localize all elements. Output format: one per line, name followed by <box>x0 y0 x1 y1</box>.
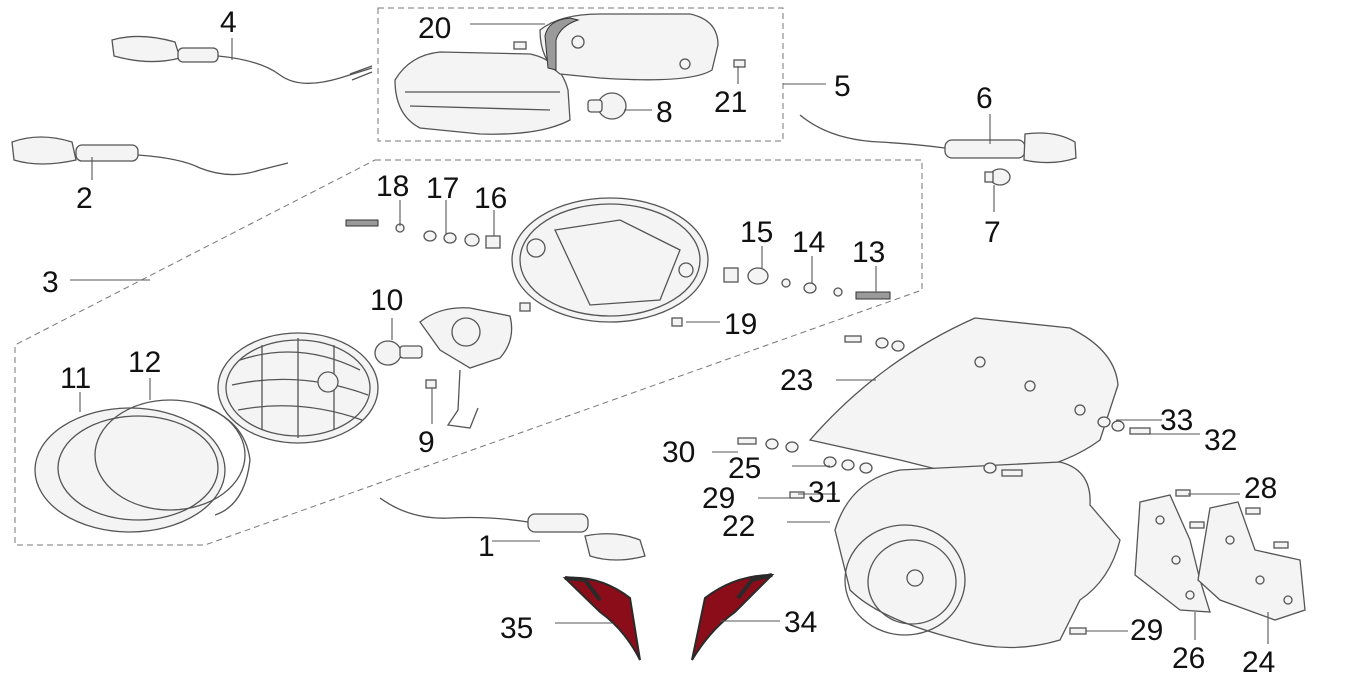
callout-4: 4 <box>220 6 237 39</box>
callout-22: 22 <box>722 510 755 543</box>
headlight-trim-ring-11 <box>34 407 226 533</box>
headlight-housing <box>511 197 709 323</box>
tail-light-housing-20 <box>394 13 719 135</box>
callout-34: 34 <box>784 606 817 639</box>
bulb-9 <box>425 379 437 389</box>
headlight-lens-10-unit <box>217 332 379 444</box>
callout-20: 20 <box>418 12 451 45</box>
callout-31: 31 <box>808 476 841 509</box>
callout-35: 35 <box>500 612 533 645</box>
bulb-10 <box>374 340 423 366</box>
trim-34 <box>691 573 775 661</box>
turn-signal-2 <box>11 136 289 176</box>
callout-30: 30 <box>662 436 695 469</box>
bulb-8 <box>587 92 627 120</box>
callout-26: 26 <box>1172 642 1205 675</box>
callout-15: 15 <box>740 216 773 249</box>
turn-signal-6 <box>799 114 1077 164</box>
callout-7: 7 <box>984 216 1001 249</box>
screw-20 <box>513 41 527 50</box>
hardware-15-14-13 <box>723 267 891 300</box>
leader-lines <box>70 23 1269 644</box>
callout-6: 6 <box>976 82 993 115</box>
callout-17: 17 <box>426 172 459 205</box>
bulb-holder-socket <box>419 307 513 429</box>
turn-signal-4 <box>111 35 373 84</box>
callout-13: 13 <box>852 236 885 269</box>
callout-14: 14 <box>792 226 825 259</box>
hardware-18-17-16 <box>345 219 501 249</box>
callout-19: 19 <box>724 308 757 341</box>
screw-21 <box>733 59 746 68</box>
callout-12: 12 <box>128 346 161 379</box>
callout-32: 32 <box>1204 424 1237 457</box>
cowl-hardware <box>737 335 1151 635</box>
screw-19 <box>671 317 683 327</box>
callout-24: 24 <box>1242 646 1275 679</box>
turn-signal-1 <box>379 497 646 561</box>
trim-35 <box>562 576 641 661</box>
bracket-26 <box>1134 494 1211 613</box>
bracket-hardware-28 <box>1175 489 1289 549</box>
callout-25: 25 <box>728 452 761 485</box>
headlight-rim-12 <box>94 399 251 516</box>
callout-1: 1 <box>478 530 495 563</box>
callout-23: 23 <box>780 364 813 397</box>
callout-33: 33 <box>1160 404 1193 437</box>
screw-headlight <box>519 302 531 312</box>
callout-9: 9 <box>418 426 435 459</box>
callout-28: 28 <box>1244 472 1277 505</box>
callout-29b: 29 <box>1130 614 1163 647</box>
callout-8: 8 <box>656 96 673 129</box>
callout-5: 5 <box>834 70 851 103</box>
callout-10: 10 <box>370 284 403 317</box>
trim-34-edge <box>736 573 773 600</box>
trim-35-edge <box>564 576 602 602</box>
headlight-cowl-22 <box>834 461 1121 649</box>
callout-29a: 29 <box>702 482 735 515</box>
callout-11: 11 <box>60 362 91 395</box>
callout-18: 18 <box>376 170 409 203</box>
callout-16: 16 <box>474 182 507 215</box>
callout-2: 2 <box>76 182 93 215</box>
callout-3: 3 <box>42 266 59 299</box>
callouts: 1 2 3 4 5 6 7 8 9 10 11 12 13 14 15 16 1… <box>42 6 1277 679</box>
bulb-7 <box>984 168 1011 186</box>
callout-21: 21 <box>714 86 747 119</box>
tail-light-group-box <box>377 7 784 142</box>
bracket-24 <box>1197 501 1306 621</box>
